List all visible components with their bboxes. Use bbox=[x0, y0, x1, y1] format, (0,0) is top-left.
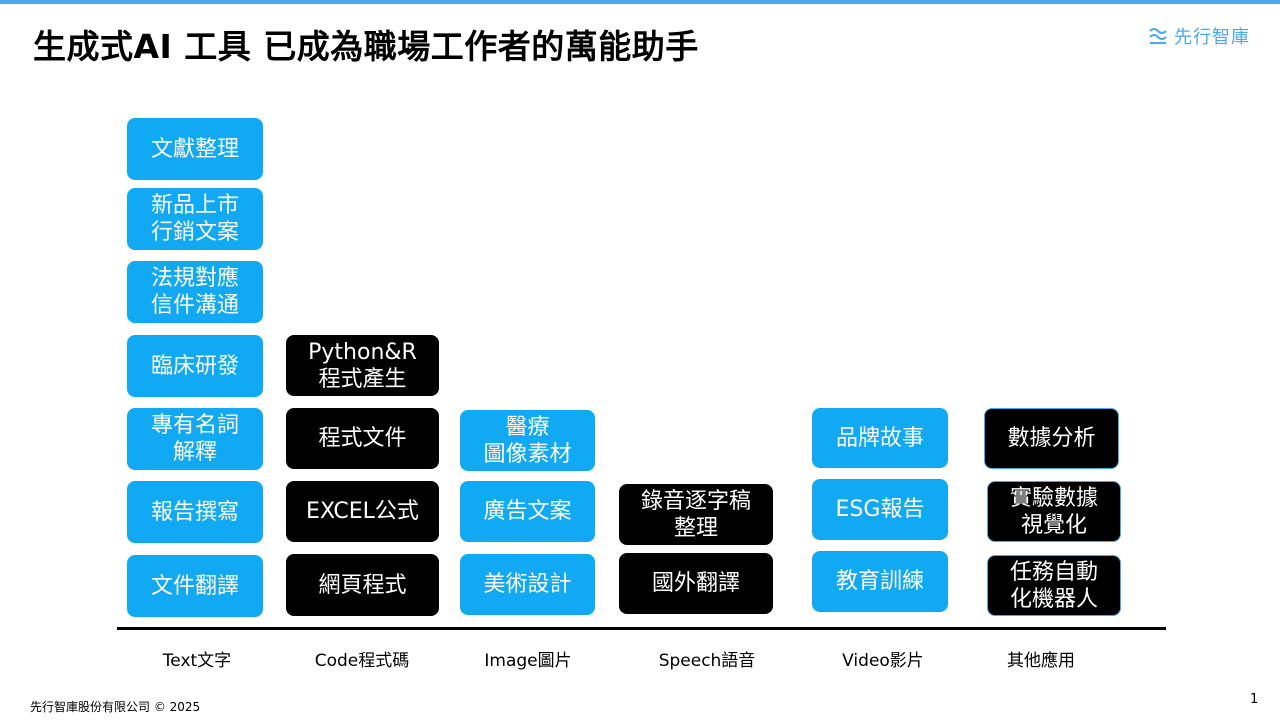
task-box: 品牌故事 bbox=[812, 408, 948, 468]
category-label-speech: Speech語音 bbox=[658, 651, 756, 671]
task-box: 美術設計 bbox=[460, 554, 595, 615]
category-label-text: Text文字 bbox=[162, 651, 232, 671]
category-label-video: Video影片 bbox=[842, 651, 924, 671]
task-box: Python&R 程式產生 bbox=[286, 335, 439, 396]
category-label-image: Image圖片 bbox=[484, 651, 572, 671]
task-box: ESG報告 bbox=[812, 479, 948, 540]
task-box: EXCEL公式 bbox=[286, 481, 439, 542]
top-accent-bar bbox=[0, 0, 1280, 4]
logo-waves-icon bbox=[1149, 28, 1167, 44]
task-box: 任務自動 化機器人 bbox=[987, 555, 1121, 616]
category-baseline bbox=[117, 627, 1166, 630]
task-box: 法規對應 信件溝通 bbox=[127, 261, 263, 323]
logo-text: 先行智庫 bbox=[1174, 27, 1250, 48]
task-box: 醫療 圖像素材 bbox=[460, 410, 595, 471]
task-box: 數據分析 bbox=[984, 408, 1119, 469]
task-box: 廣告文案 bbox=[460, 481, 595, 542]
task-box: 錄音逐字稿 整理 bbox=[619, 484, 773, 545]
page-title: 生成式AI 工具 已成為職場工作者的萬能助手 bbox=[33, 27, 699, 66]
task-box: 教育訓練 bbox=[812, 551, 948, 612]
task-box: 新品上市 行銷文案 bbox=[127, 188, 263, 250]
task-box: 文獻整理 bbox=[127, 118, 263, 180]
brand-logo: 先行智庫 bbox=[1148, 24, 1250, 48]
task-box: 文件翻譯 bbox=[127, 555, 263, 617]
task-box: 臨床研發 bbox=[127, 335, 263, 397]
category-label-other: 其他應用 bbox=[1007, 651, 1075, 671]
task-box: 國外翻譯 bbox=[619, 553, 773, 614]
task-box: 專有名詞 解釋 bbox=[127, 408, 263, 470]
task-box: 網頁程式 bbox=[286, 554, 439, 616]
page-number: 1 bbox=[1250, 692, 1259, 707]
footer-copyright: 先行智庫股份有限公司 © 2025 bbox=[30, 700, 201, 714]
task-box: 實驗數據 視覺化 bbox=[987, 481, 1121, 542]
task-box: 程式文件 bbox=[286, 408, 439, 469]
category-label-code: Code程式碼 bbox=[314, 651, 410, 671]
task-box: 報告撰寫 bbox=[127, 481, 263, 543]
